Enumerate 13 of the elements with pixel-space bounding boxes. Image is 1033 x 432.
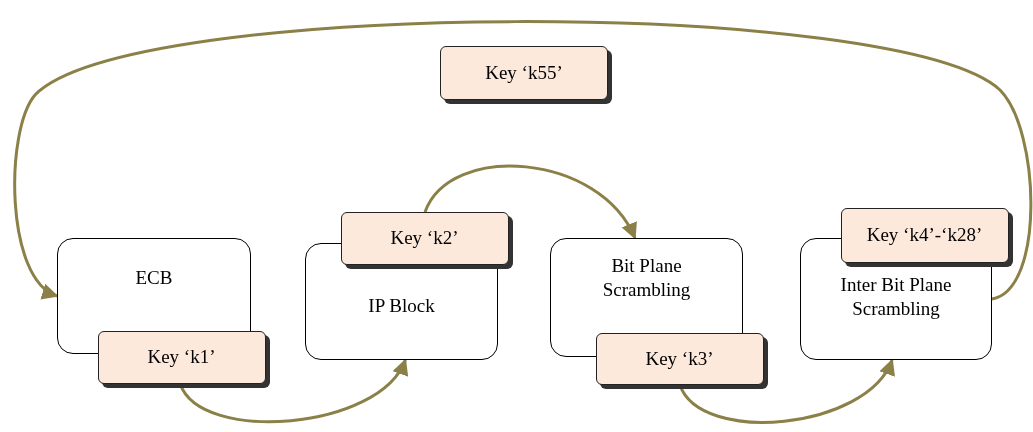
node-label: Key ‘k3’	[645, 346, 714, 371]
node-label: Bit Plane Scrambling	[601, 253, 692, 302]
node-label: ECB	[135, 266, 173, 290]
node-label: IP Block	[368, 293, 435, 318]
node-label: Key ‘k55’	[485, 61, 563, 85]
node-label: Inter Bit Plane Scrambling	[839, 273, 953, 321]
node-label: Key ‘k1’	[147, 345, 216, 369]
curved-arrow	[13, 20, 1033, 301]
curved-arrow	[179, 358, 407, 424]
curved-arrow	[423, 164, 637, 240]
curved-arrow	[678, 358, 894, 424]
node-label: Key ‘k4’-‘k28’	[866, 223, 983, 247]
node-label: Key ‘k2’	[390, 226, 459, 250]
